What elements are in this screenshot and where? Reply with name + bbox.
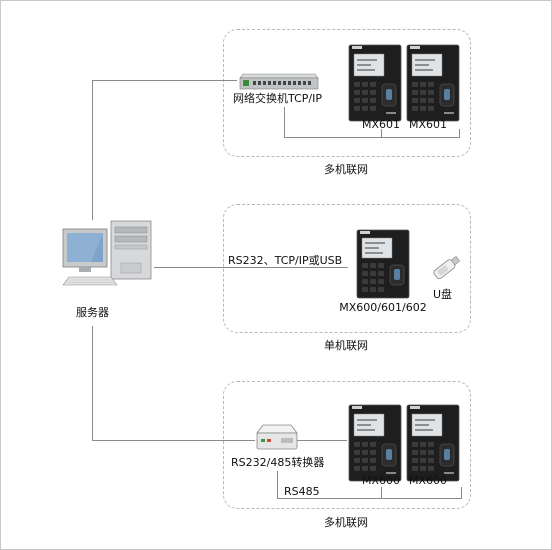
usb-drive-label: U盘 <box>433 288 453 301</box>
line-switch-bus <box>284 137 459 138</box>
line-rs485-bus <box>277 498 462 499</box>
server-computer-icon <box>61 219 157 301</box>
zone-caption-single: 单机联网 <box>324 339 368 352</box>
line-server-to-single <box>154 267 348 268</box>
line-to-terminal-1b <box>459 129 460 138</box>
terminal-device-mx600-601-602 <box>356 229 410 299</box>
server-trunk-line <box>92 80 93 220</box>
rs485-bus-label: RS485 <box>284 485 320 498</box>
usb-drive-icon <box>429 253 463 283</box>
device-label-mx601-2: MX601 <box>408 118 448 131</box>
line-to-switch <box>92 80 237 81</box>
zone-multi-network-tcp <box>223 29 471 157</box>
line-to-converter <box>92 440 255 441</box>
zone-multi-network-rs485 <box>223 381 471 509</box>
line-switch-drop <box>284 107 285 137</box>
terminal-device-mx600-1 <box>348 404 402 482</box>
server-label: 服务器 <box>76 306 109 319</box>
line-to-terminal-3b <box>461 487 462 498</box>
device-label-mx600-2: MX600 <box>408 474 448 487</box>
device-label-mx600-601-602: MX600/601/602 <box>339 301 427 314</box>
line-converter-drop <box>277 471 278 499</box>
terminal-device-mx601-1 <box>348 44 402 122</box>
switch-label: 网络交换机TCP/IP <box>233 92 322 105</box>
device-label-mx601-1: MX601 <box>361 118 401 131</box>
rs232-485-converter-icon <box>255 421 299 453</box>
connection-label-single: RS232、TCP/IP或USB <box>228 254 343 267</box>
network-switch-icon <box>237 73 321 91</box>
zone-single-network <box>223 204 471 333</box>
terminal-device-mx600-2 <box>406 404 460 482</box>
terminal-device-mx601-2 <box>406 44 460 122</box>
server-lower-trunk <box>92 326 93 440</box>
line-to-terminal-1a <box>381 129 382 138</box>
line-converter-right <box>297 440 347 441</box>
zone-caption-multi-1: 多机联网 <box>324 163 368 176</box>
zone-caption-multi-2: 多机联网 <box>324 516 368 529</box>
line-to-terminal-3a <box>381 487 382 498</box>
converter-label: RS232/485转换器 <box>231 456 325 469</box>
device-label-mx600-1: MX600 <box>361 474 401 487</box>
